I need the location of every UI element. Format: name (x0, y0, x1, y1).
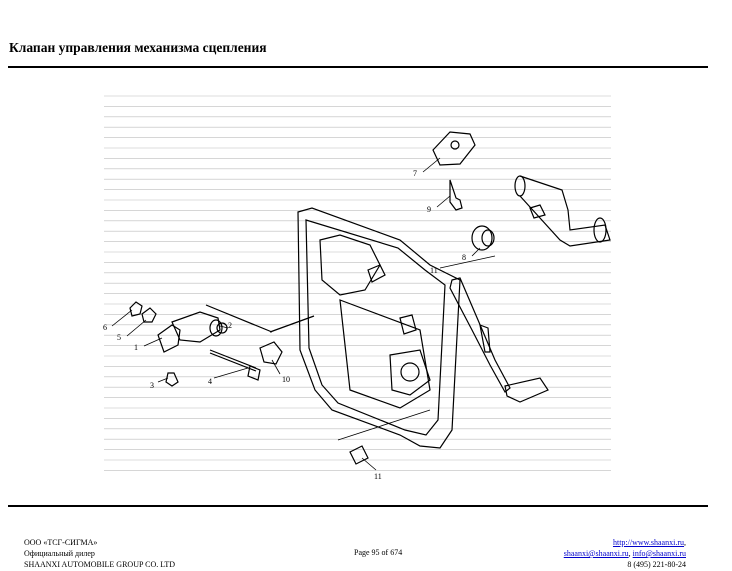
bolt-part-9 (449, 179, 463, 211)
footer-rule (8, 505, 708, 507)
footer-dealer: Официальный дилер (24, 549, 95, 558)
callout-10: 10 (282, 375, 290, 384)
callout-8: 8 (462, 253, 466, 262)
callout-6: 6 (103, 323, 107, 332)
footer-right: http://www.shaanxi.ru, shaanxi@shaanxi.r… (563, 538, 686, 569)
bracket-part-7 (432, 131, 476, 166)
leader-lines (111, 157, 496, 471)
header-rule (8, 66, 708, 68)
callout-2: 2 (228, 321, 232, 330)
email-link-shaanxi[interactable]: shaanxi@shaanxi.ru (563, 549, 629, 558)
callout-4: 4 (208, 377, 212, 386)
email-link-info[interactable]: info@shaanxi.ru (632, 549, 686, 558)
callout-labels: 7 9 8 11 6 5 1 2 3 4 10 11 (103, 169, 466, 481)
callout-11-upper: 11 (430, 266, 438, 275)
page-number: Page 95 of 674 (354, 548, 403, 557)
footer-company: ООО «ТСГ-СИГМА» (24, 538, 98, 547)
pedal-bracket-assembly (297, 207, 461, 449)
footer-phone: 8 (495) 221-80-24 (627, 560, 686, 569)
background-hatch-lines (104, 95, 611, 471)
footer-left: ООО «ТСГ-СИГМА» Официальный дилер SHAANX… (24, 537, 175, 570)
clutch-control-valve-diagram: 7 9 8 11 6 5 1 2 3 4 10 11 (103, 95, 611, 481)
pedal-arm (449, 277, 549, 403)
bushing-part-8 (471, 225, 495, 251)
callout-3: 3 (150, 381, 154, 390)
cylinder-upper-right (514, 175, 611, 247)
callout-11-lower: 11 (374, 472, 382, 481)
valve-body-parts-left (129, 301, 369, 465)
callout-5: 5 (117, 333, 121, 342)
document-title: Клапан управления механизма сцепления (9, 40, 267, 55)
callout-9: 9 (427, 205, 431, 214)
website-link[interactable]: http://www.shaanxi.ru (612, 538, 684, 547)
footer-group: SHAANXI AUTOMOBILE GROUP CO. LTD (24, 560, 176, 569)
callout-7: 7 (413, 169, 417, 178)
callout-1: 1 (134, 343, 138, 352)
